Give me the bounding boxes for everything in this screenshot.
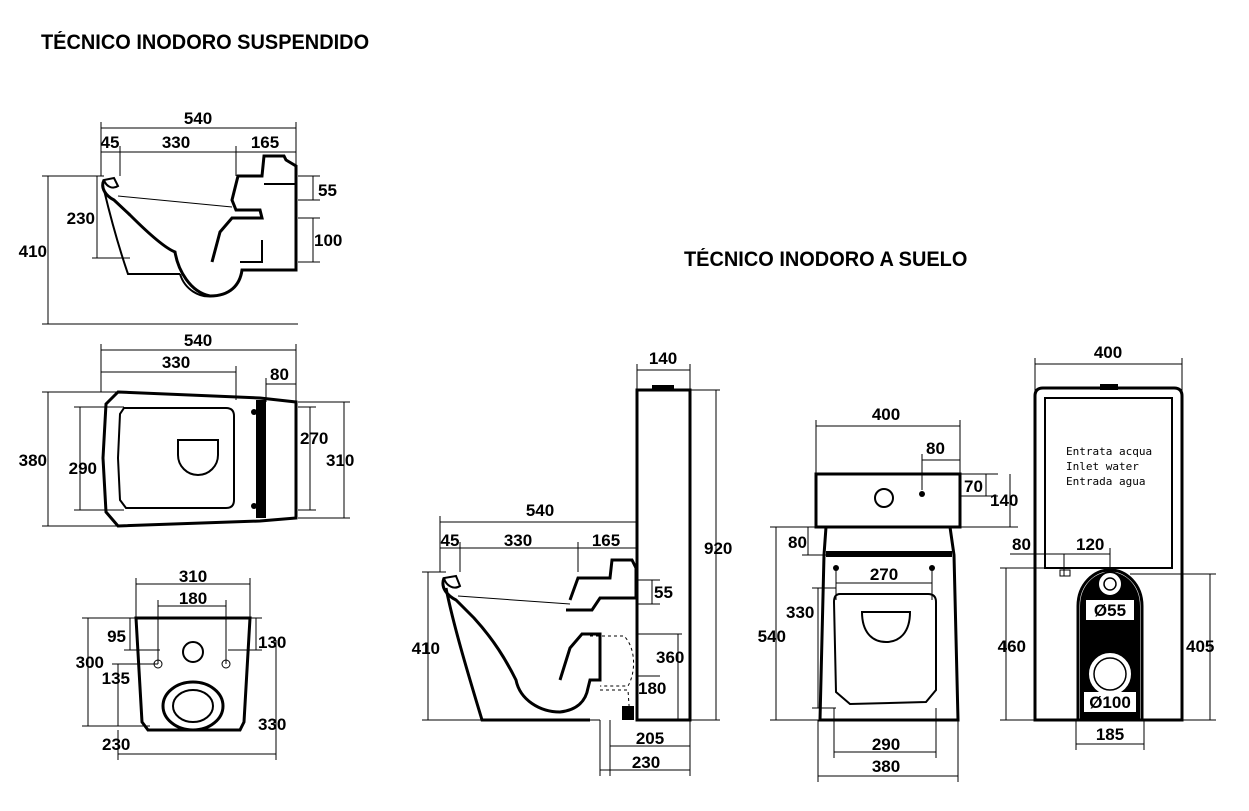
dim-back2-large-dia: Ø100 (1089, 693, 1131, 712)
dim-back2-bottom-width: 185 (1096, 725, 1124, 744)
note-inlet-1: Entrata acqua (1066, 445, 1152, 458)
dim-floor-outlet-low: 180 (638, 679, 666, 698)
dim-back-width: 310 (179, 567, 207, 586)
dim-back-bottom-width: 230 (102, 735, 130, 754)
dim-inlet-height: 55 (318, 181, 337, 200)
dim-front-fix-spacing: 270 (870, 565, 898, 584)
suspended-back-view: 310 180 95 130 300 135 230 330 (76, 567, 286, 760)
dim-front: 45 (101, 133, 120, 152)
dim-floor-total-depth: 540 (526, 501, 554, 520)
dim-floor-base-offset: 230 (632, 753, 660, 772)
dim-floor-outlet-offset: 205 (636, 729, 664, 748)
dim-top-rear-inner: 270 (300, 429, 328, 448)
dim-front-seat-depth: 330 (786, 603, 814, 622)
dim-top-total-width: 380 (19, 451, 47, 470)
dim-rear: 165 (251, 133, 279, 152)
dim-back-bolt-height: 135 (102, 669, 130, 688)
dim-bowl-height: 230 (67, 209, 95, 228)
dim-front-seat-width: 290 (872, 735, 900, 754)
dim-total-depth: 540 (184, 109, 212, 128)
dim-back2-inlet-spacing: 120 (1076, 535, 1104, 554)
dim-floor-tank-depth: 140 (649, 349, 677, 368)
dim-floor-inlet-height: 55 (654, 583, 673, 602)
dim-back2-tank-width: 400 (1094, 343, 1122, 362)
dim-floor-bowl-height: 410 (412, 639, 440, 658)
dim-front-rear-offset: 80 (788, 533, 807, 552)
dim-back2-height-left: 460 (998, 637, 1026, 656)
dim-front-base-width: 380 (872, 757, 900, 776)
title-suspended: TÉCNICO INODORO SUSPENDIDO (41, 31, 370, 54)
dim-outlet-height: 100 (314, 231, 342, 250)
dim-top-seat-depth: 330 (162, 353, 190, 372)
dim-back-left-offset: 95 (107, 627, 126, 646)
floor-front-view: 400 80 70 140 540 80 330 (758, 405, 1018, 782)
dim-top-seat-width: 290 (69, 459, 97, 478)
suspended-side-view: 540 45 330 165 410 230 55 100 (19, 109, 342, 325)
dim-front-tank-width: 400 (872, 405, 900, 424)
dim-back-bolt-spacing: 180 (179, 589, 207, 608)
dim-back2-small-dia: Ø55 (1094, 601, 1126, 620)
dim-floor-rear: 165 (592, 531, 620, 550)
suspended-top-view: 540 330 80 380 290 270 310 (19, 331, 354, 528)
dim-floor-front: 45 (441, 531, 460, 550)
dim-back-right-offset: 130 (258, 633, 286, 652)
dim-front-inlet-height: 70 (964, 477, 983, 496)
dim-front-tank-depth: 140 (990, 491, 1018, 510)
dim-total-height: 410 (19, 242, 47, 261)
dim-front-inlet-offset: 80 (926, 439, 945, 458)
note-inlet-2: Inlet water (1066, 460, 1139, 473)
dim-floor-total-height: 920 (704, 539, 732, 558)
dim-top-total-depth: 540 (184, 331, 212, 350)
dim-floor-outlet-high: 360 (656, 648, 684, 667)
floor-side-view: 140 920 540 45 330 165 410 55 (412, 349, 732, 776)
title-floor: TÉCNICO INODORO A SUELO (684, 248, 968, 271)
dim-top-rear-outer: 310 (326, 451, 354, 470)
dim-back2-height-right: 405 (1186, 637, 1214, 656)
dim-floor-mid: 330 (504, 531, 532, 550)
dim-mid: 330 (162, 133, 190, 152)
floor-back-view: 400 Entrata acqua Inlet water Entrada ag… (998, 343, 1216, 750)
note-inlet-3: Entrada agua (1066, 475, 1145, 488)
dim-back-outlet-height: 330 (258, 715, 286, 734)
dim-front-total-depth: 540 (758, 627, 786, 646)
dim-top-rear-band: 80 (270, 365, 289, 384)
dim-back-height: 300 (76, 653, 104, 672)
dim-back2-left-offset: 80 (1012, 535, 1031, 554)
